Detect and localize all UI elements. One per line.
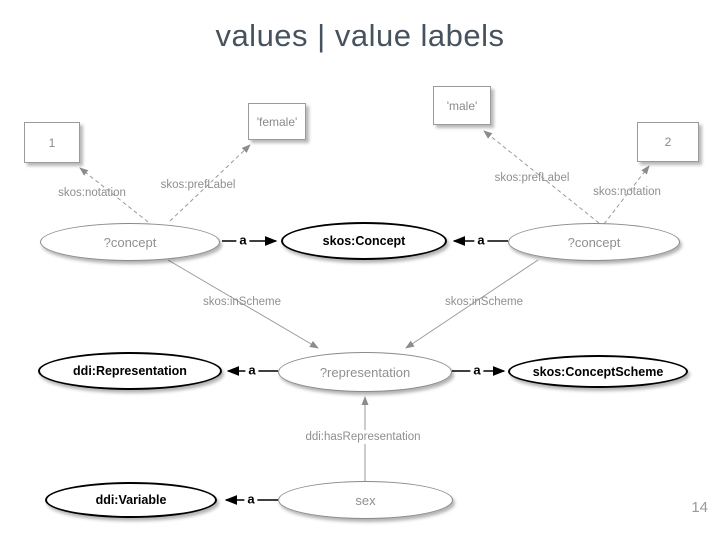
node-ddi-variable: ddi:Variable <box>45 482 217 518</box>
type-label-a-representation: a <box>245 362 259 378</box>
page-number: 14 <box>691 499 708 516</box>
literal-box-female: 'female' <box>248 103 306 140</box>
type-label-a-concept-left: a <box>236 232 250 248</box>
edge-skos-inscheme-left <box>167 259 319 349</box>
type-label-a-concept-right: a <box>474 232 488 248</box>
node-representation: ?representation <box>278 352 452 392</box>
node-sex: sex <box>278 481 453 519</box>
slide-title: values | value labels <box>215 18 505 53</box>
edge-label-skos-preflabel-right: skos:prefLabel <box>494 172 570 184</box>
type-label-a-variable: a <box>244 491 258 507</box>
type-label-a-conceptscheme: a <box>470 362 484 378</box>
edge-skos-preflabel-right <box>483 130 600 224</box>
literal-box-male: 'male' <box>433 86 491 125</box>
node-concept-left: ?concept <box>40 223 220 261</box>
node-skos-concept: skos:Concept <box>281 222 447 260</box>
node-skos-conceptscheme: skos:ConceptScheme <box>508 355 688 388</box>
edge-skos-notation-left <box>79 167 149 223</box>
edge-label-ddi-hasrepresentation: ddi:hasRepresentation <box>302 430 424 444</box>
edge-label-skos-inscheme-left: skos:inScheme <box>203 296 281 308</box>
edge-label-skos-notation-right: skos:notation <box>593 186 661 198</box>
node-concept-right: ?concept <box>508 223 680 261</box>
edge-skos-notation-right <box>603 165 650 225</box>
literal-box-2: 2 <box>637 122 699 162</box>
edge-label-skos-inscheme-right: skos:inScheme <box>445 296 523 308</box>
edge-label-skos-notation-left: skos:notation <box>58 187 126 199</box>
literal-box-1: 1 <box>24 122 80 163</box>
edge-skos-inscheme-right <box>405 259 539 349</box>
edge-skos-preflabel-left <box>169 144 251 222</box>
node-ddi-representation: ddi:Representation <box>38 352 222 390</box>
edge-label-skos-preflabel-left: skos:prefLabel <box>160 179 236 191</box>
